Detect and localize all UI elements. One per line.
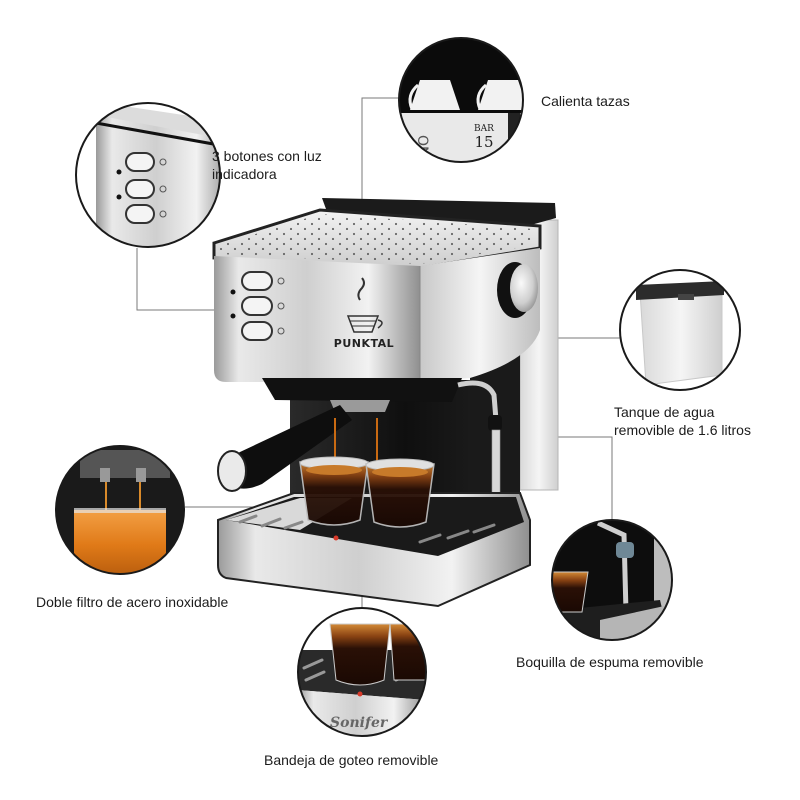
callout-buttons-image	[76, 103, 220, 247]
secondary-brand: Sonifer	[330, 715, 389, 731]
callout-drip-tray-image: Sonifer	[298, 608, 426, 736]
label-drip-tray: Bandeja de goteo removible	[264, 752, 439, 768]
callout-water-tank-image	[620, 270, 740, 390]
label-water-tank-line2: removible de 1.6 litros	[614, 422, 751, 438]
callout-double-filter-image	[56, 446, 184, 574]
label-buttons: 3 botones con luz indicadora	[212, 147, 322, 183]
label-buttons-line1: 3 botones con luz	[212, 148, 322, 164]
label-buttons-line2: indicadora	[212, 166, 277, 182]
label-water-tank-line1: Tanque de agua	[614, 404, 715, 420]
gauge-bar-label: BAR	[474, 124, 494, 134]
control-buttons	[230, 271, 285, 341]
gauge-bar-value: 15	[474, 133, 493, 151]
steam-knob	[497, 262, 538, 318]
label-water-tank: Tanque de agua removible de 1.6 litros	[614, 403, 751, 439]
espresso-cups	[299, 456, 435, 528]
label-cup-warmer: Calienta tazas	[541, 93, 630, 109]
label-steam-wand: Boquilla de espuma removible	[516, 654, 704, 670]
brand-logo	[346, 277, 383, 333]
callout-cup-warmer-image: BAR 15 ON	[399, 38, 523, 162]
label-double-filter: Doble filtro de acero inoxidable	[36, 594, 229, 610]
brand-name: PUNKTAL	[334, 337, 394, 350]
